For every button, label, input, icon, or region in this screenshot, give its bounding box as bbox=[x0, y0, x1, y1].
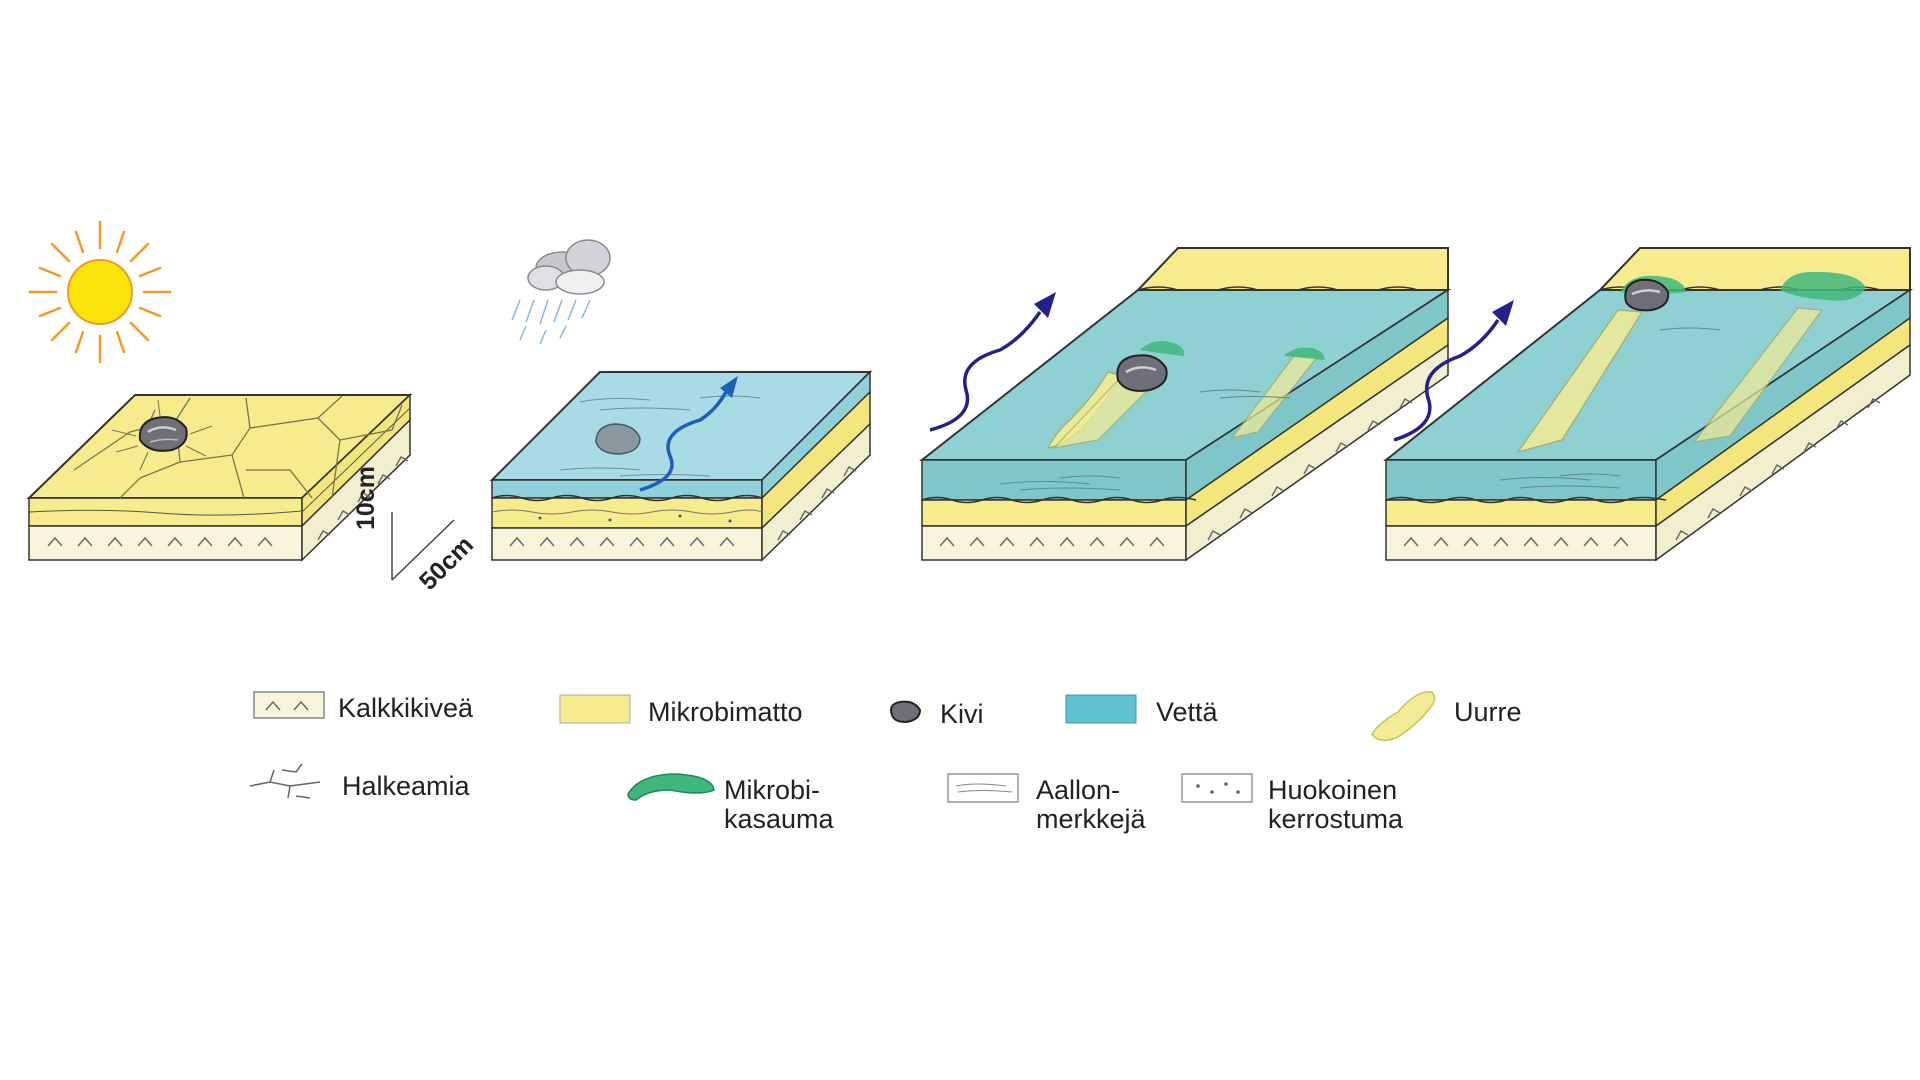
legend-item-microbial: Mikrobi- kasauma bbox=[724, 776, 834, 834]
legend-label-ripples-1: Aallon- bbox=[1036, 775, 1121, 805]
legend-label-ripples: Aallon- merkkejä bbox=[1036, 776, 1146, 834]
legend-label-porous: Huokoinen kerrostuma bbox=[1268, 776, 1403, 834]
legend-label-mat: Mikrobimatto bbox=[648, 697, 803, 727]
legend-item-porous: Huokoinen kerrostuma bbox=[1268, 776, 1403, 834]
scale-height-label: 10cm bbox=[352, 466, 380, 530]
flow-arrow-icon bbox=[639, 376, 738, 492]
rain-cloud-icon bbox=[511, 239, 611, 345]
flow-arrow-icon-2 bbox=[929, 292, 1056, 432]
block-buildup bbox=[1383, 247, 1914, 562]
block-dry bbox=[26, 393, 413, 562]
block-flow bbox=[919, 247, 1452, 562]
legend-label-microbial: Mikrobi- kasauma bbox=[724, 776, 834, 834]
flow-arrow-icon-3 bbox=[1393, 300, 1514, 442]
legend-item-mat: Mikrobimatto bbox=[648, 698, 803, 727]
legend-item-cracks: Halkeamia bbox=[342, 772, 470, 801]
stone-icon-3 bbox=[1624, 278, 1670, 312]
legend-label-water: Vettä bbox=[1156, 697, 1218, 727]
legend-label-microbial-2: kasauma bbox=[724, 804, 834, 834]
legend-label-cracks: Halkeamia bbox=[342, 771, 470, 801]
scale-bars bbox=[391, 512, 455, 581]
legend-item-limestone: Kalkkikiveä bbox=[338, 694, 473, 723]
legend-swatches bbox=[249, 691, 1436, 803]
legend-label-groove: Uurre bbox=[1454, 697, 1522, 727]
limestone-chevrons bbox=[47, 456, 409, 547]
legend-label-limestone: Kalkkikiveä bbox=[338, 693, 474, 723]
stone-icon-2 bbox=[1116, 354, 1168, 392]
legend-label-ripples-2: merkkejä bbox=[1036, 804, 1146, 834]
block-flooded bbox=[489, 370, 873, 562]
legend-label-porous-2: kerrostuma bbox=[1268, 804, 1404, 834]
legend-item-water: Vettä bbox=[1156, 698, 1218, 727]
legend-item-groove: Uurre bbox=[1454, 698, 1522, 727]
sun-icon bbox=[28, 220, 172, 364]
legend-label-stone: Kivi bbox=[940, 699, 984, 729]
legend-label-microbial-1: Mikrobi- bbox=[724, 775, 821, 805]
legend-item-stone: Kivi bbox=[940, 700, 984, 729]
stone-icon bbox=[138, 416, 188, 452]
legend-label-porous-1: Huokoinen bbox=[1268, 775, 1398, 805]
legend-item-ripples: Aallon- merkkejä bbox=[1036, 776, 1146, 834]
submerged-stone-icon bbox=[595, 423, 641, 455]
